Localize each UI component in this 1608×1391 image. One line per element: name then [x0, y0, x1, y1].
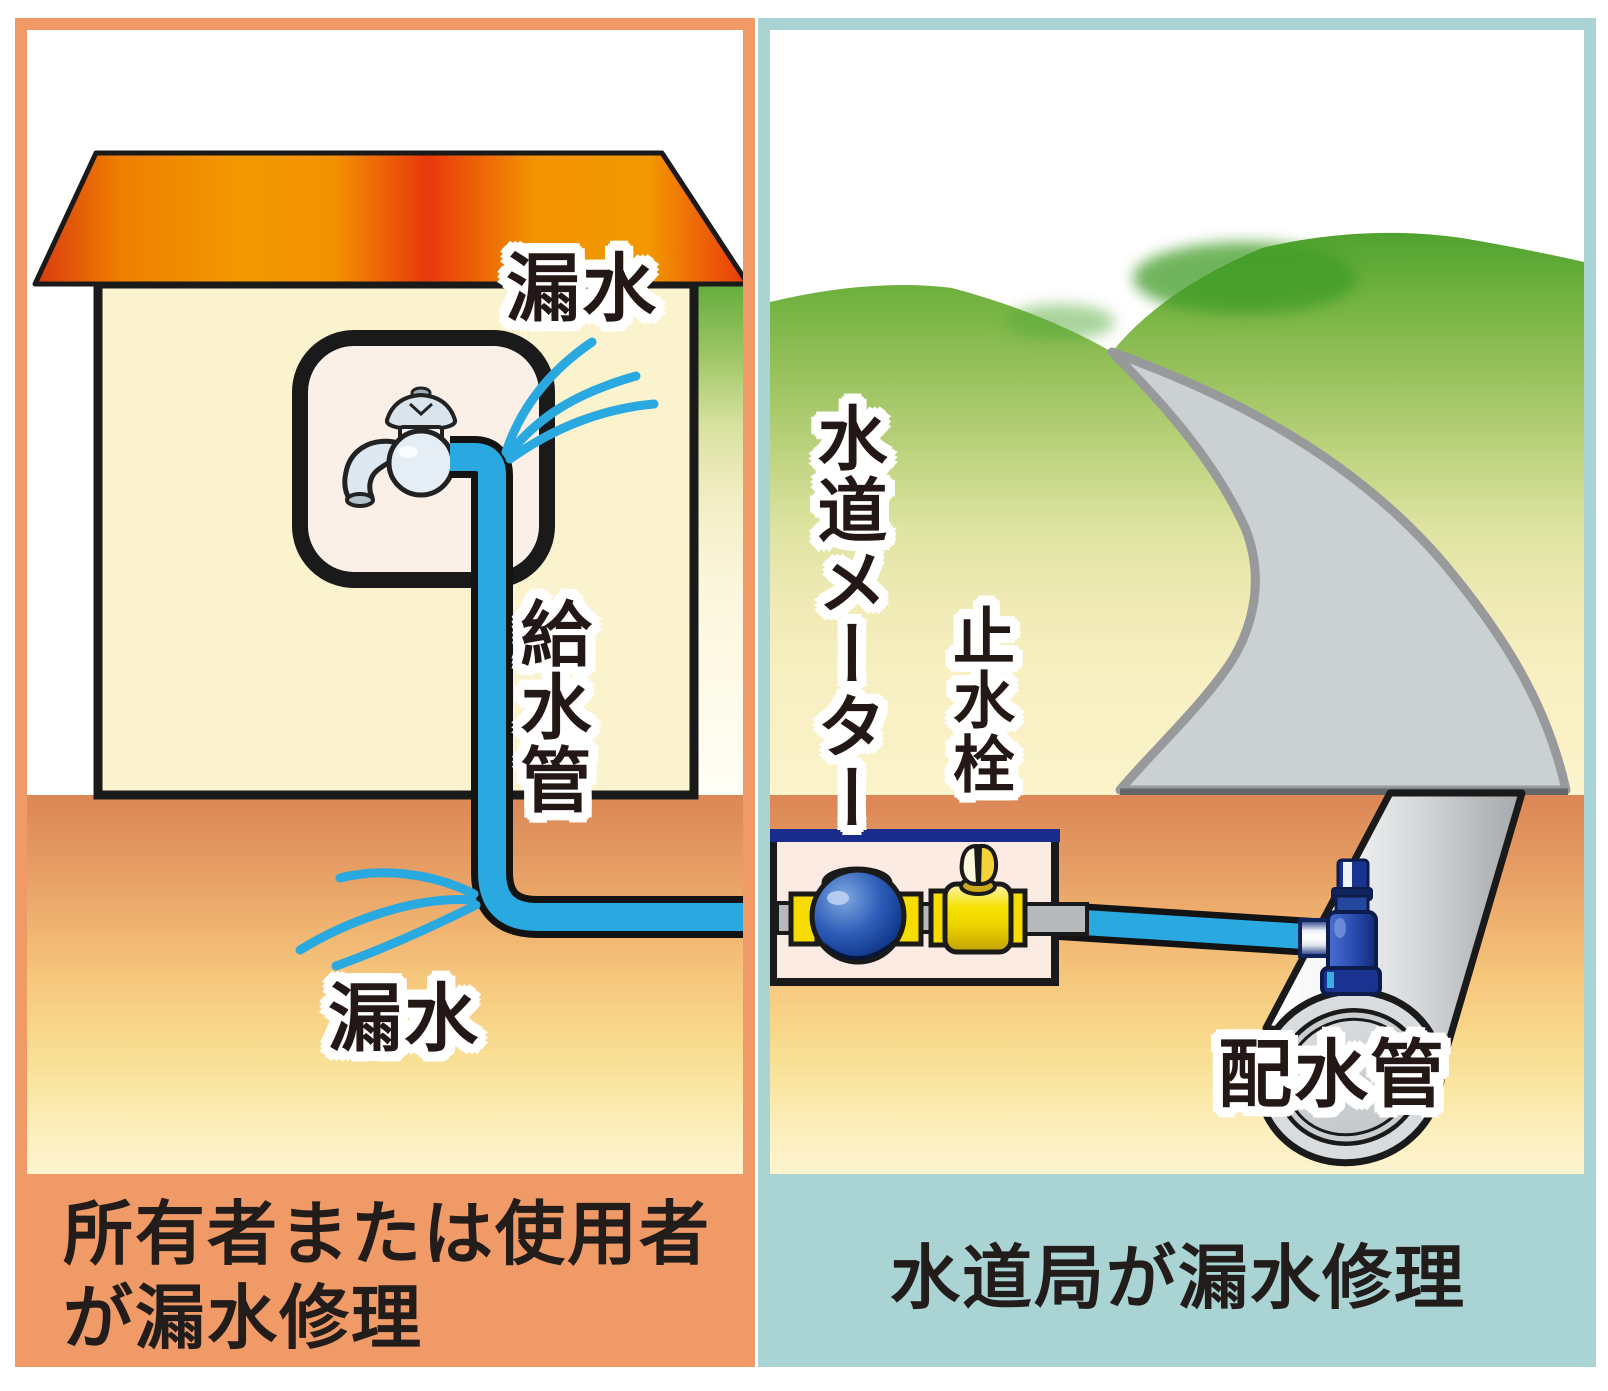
stop-valve: [928, 843, 1028, 955]
leak-spray-bottom: [295, 868, 481, 971]
left-soil: [27, 795, 743, 1175]
left-grass-strip: [694, 283, 743, 795]
panel-gap: [754, 890, 760, 946]
right-caption-band: [770, 1174, 1584, 1361]
label-leak-bottom: 漏水: [328, 977, 480, 1060]
label-supply-pipe: 給水管: [510, 597, 589, 816]
left-panel-border: [15, 18, 755, 1367]
leak-spray-top: [501, 337, 659, 464]
meter-box-lid: [766, 829, 1060, 842]
meter-box: [766, 829, 1089, 986]
label-distribution-pipe: 配水管: [1218, 1033, 1446, 1116]
caption-left-line1: 所有者または使用者: [63, 1195, 711, 1273]
right-panel: [766, 30, 1584, 1361]
hill-shade-small: [1005, 304, 1115, 340]
left-panel: [27, 30, 830, 1361]
right-panel-border: [758, 18, 1596, 1367]
caption-right: 水道局が漏水修理: [890, 1239, 1466, 1317]
house-roof: [32, 150, 751, 287]
left-caption-band: [27, 1174, 743, 1361]
hill-shade: [1133, 242, 1357, 314]
water-meter: [788, 866, 924, 965]
faucet-icon: [342, 386, 458, 508]
label-water-meter: 水道メーター: [808, 402, 886, 834]
valve-handle-left: [959, 843, 981, 886]
label-leak-top: 漏水: [506, 247, 658, 330]
label-stop-valve: 止水栓: [943, 604, 1012, 796]
distribution-pipe: [1255, 789, 1526, 1167]
valve-handle-right: [976, 843, 999, 886]
supply-pipe: [450, 436, 830, 938]
caption-left: 所有者または使用者 が漏水修理: [63, 1192, 711, 1360]
caption-left-line2: が漏水修理: [63, 1279, 423, 1357]
service-pipe: [1058, 902, 1314, 956]
corporation-valve: [1298, 858, 1382, 996]
